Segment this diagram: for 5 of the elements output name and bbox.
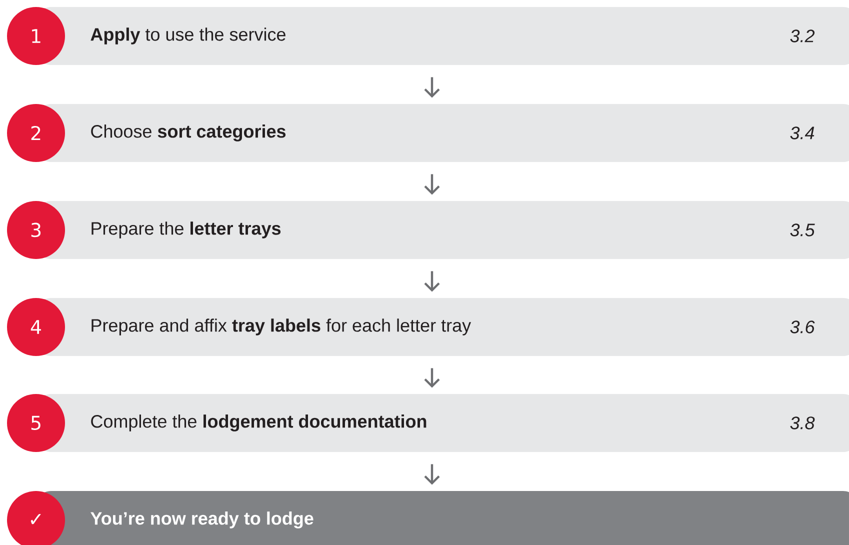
arrow bbox=[424, 464, 440, 485]
arrow bbox=[424, 77, 440, 98]
arrow bbox=[424, 174, 440, 195]
arrow bbox=[424, 271, 440, 292]
arrow bbox=[424, 368, 440, 388]
